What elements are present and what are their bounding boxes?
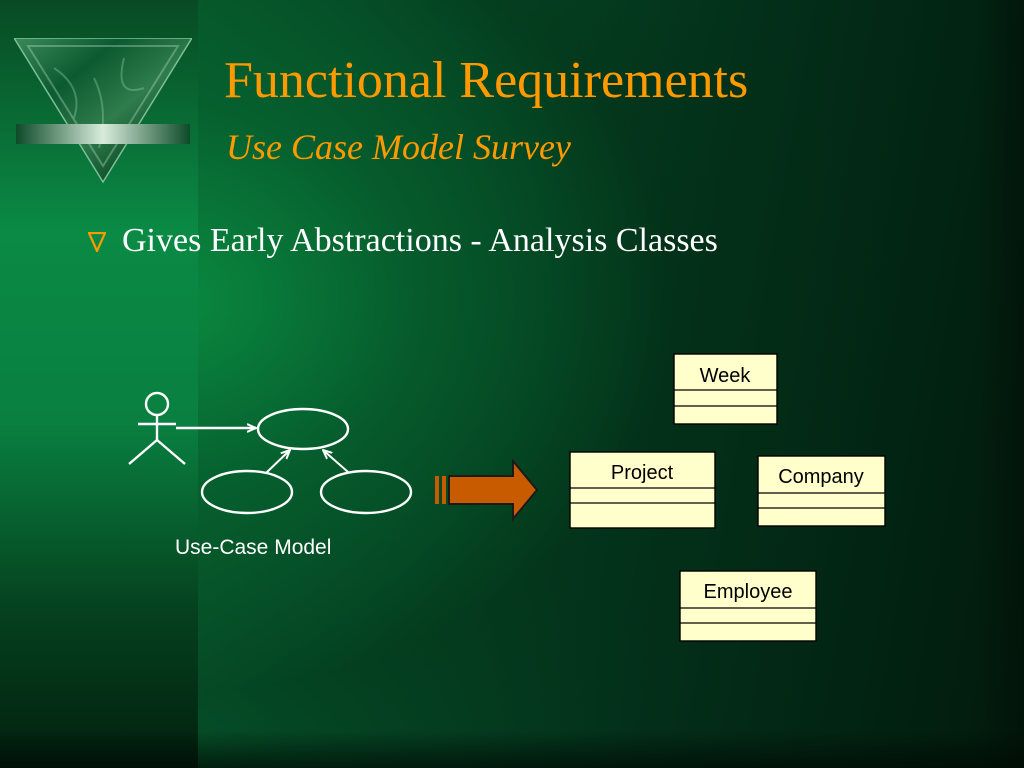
hollow-triangle-icon — [88, 232, 106, 252]
generalization-arrow-left — [265, 450, 290, 474]
use-case-top — [256, 407, 350, 451]
use-case-bottom-left — [200, 469, 294, 515]
bullet-text: Gives Early Abstractions - Analysis Clas… — [122, 222, 718, 259]
use-case-model-label: Use-Case Model — [175, 536, 331, 559]
bottom-shadow-band — [0, 730, 1024, 768]
class-name-company: Company — [778, 466, 864, 488]
right-shadow-band — [976, 0, 1024, 768]
use-case-bottom-right — [319, 469, 413, 515]
class-name-project: Project — [611, 462, 674, 484]
generalization-arrow-right — [323, 450, 349, 473]
class-box-week: Week — [673, 353, 778, 425]
class-box-employee: Employee — [679, 570, 817, 642]
triangle-logo-icon — [14, 38, 192, 184]
slide-title: Functional Requirements — [224, 52, 749, 109]
class-name-week: Week — [700, 365, 752, 387]
slide-subtitle: Use Case Model Survey — [226, 127, 571, 167]
actor-icon — [128, 391, 186, 465]
class-box-company: Company — [757, 455, 886, 527]
transform-arrow — [435, 458, 539, 522]
class-box-project: Project — [569, 451, 716, 529]
class-name-employee: Employee — [704, 581, 793, 603]
